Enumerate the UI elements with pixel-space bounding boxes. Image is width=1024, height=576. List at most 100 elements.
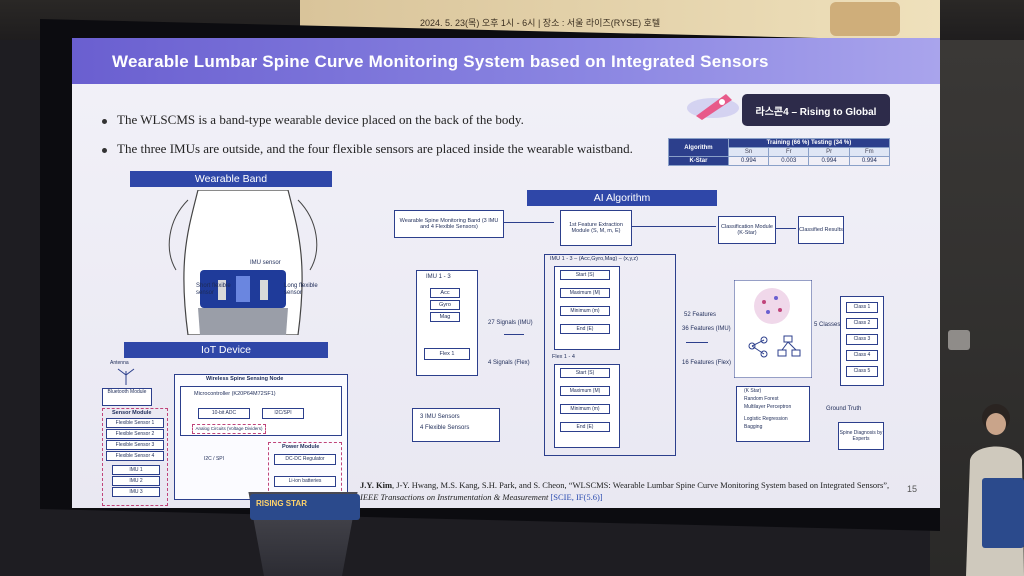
citation: J.Y. Kim, J-Y. Hwang, M.S. Kang, S.H. Pa… (360, 479, 900, 503)
wall-bracket (948, 330, 970, 350)
imu-sensor-label: IMU sensor (250, 260, 281, 266)
algorithm-item: Random Forest (744, 396, 779, 402)
bluetooth-module: Bluetooth Module (102, 388, 152, 406)
signals-flex-label: 4 Signals (Flex) (488, 360, 530, 366)
sensor-module-box (102, 408, 168, 506)
mag-box: Mag (430, 312, 460, 322)
arrow-icon (686, 342, 708, 343)
table-metric: Fm (848, 147, 891, 157)
bullet-dot-icon (102, 147, 107, 153)
long-flex-label: Long flexible sensor (284, 283, 318, 296)
antenna-label: Antenna (110, 360, 129, 366)
table-row-label: K-Star (668, 156, 729, 166)
podium-sign (250, 494, 360, 520)
ai-diagram: Wearable Spine Monitoring Band (3 IMU an… (394, 210, 894, 472)
flex-sensor-4: Flexible Sensor 4 (106, 451, 164, 461)
legend-imu: 3 IMU Sensors (420, 414, 460, 420)
table-row: K-Star 0.994 0.003 0.994 0.994 (668, 156, 891, 166)
class-5: Class 5 (846, 366, 878, 377)
antenna-icon (117, 368, 135, 385)
features-flex-label: 16 Features (Flex) (682, 360, 732, 366)
ground-truth-label: Ground Truth (826, 406, 862, 412)
arrow-icon (632, 226, 716, 227)
flex-feature-maximum: Maximum (M) (560, 386, 610, 396)
ai-algorithm-label: AI Algorithm (527, 190, 717, 206)
wireless-node-title: Wireless Spine Sensing Node (206, 376, 284, 382)
class-3: Class 3 (846, 334, 878, 345)
legend-flex: 4 Flexible Sensors (420, 425, 470, 431)
analog-circuits: Analog Circuits (Voltage Dividers) (192, 424, 266, 434)
table-row: Algorithm Training (66 %) Testing (34 %) (668, 138, 891, 157)
arrow-icon (504, 222, 554, 223)
feature-minimum: Minimum (m) (560, 306, 610, 316)
page-number: 15 (907, 484, 918, 494)
flex-group-box: Flex 1 (424, 348, 470, 360)
algorithm-item: Bagging (744, 424, 763, 430)
imu-1: IMU 1 (112, 465, 160, 475)
rising-star-stand (982, 478, 1024, 548)
signals-imu-label: 27 Signals (IMU) (488, 320, 533, 326)
sensor-legend-box (412, 408, 500, 442)
spine-diagnosis-box: Spine Diagnosis by Experts (838, 422, 884, 450)
wearable-band-label: Wearable Band (130, 171, 332, 187)
feature-end: End (E) (560, 324, 610, 334)
i2c-spi-box: I2C/SPI (262, 408, 304, 419)
flex-feature-header: Flex 1 - 4 (552, 354, 575, 360)
adc-box: 10-bit ADC (198, 408, 250, 419)
classified-results-box: Classified Results (798, 216, 844, 244)
presentation-slide: Wearable Lumbar Spine Curve Monitoring S… (72, 38, 940, 508)
monitoring-band-box: Wearable Spine Monitoring Band (3 IMU an… (394, 210, 504, 238)
bullet-dot-icon (102, 118, 107, 124)
table-cell: 0.003 (768, 156, 810, 166)
short-flex-label: Short flexible sensor (196, 283, 231, 296)
imu-feature-header: IMU 1 - 3 – (Acc,Gyro,Mag) – (x,y,z) (550, 256, 638, 262)
flex-feature-start: Start (S) (560, 368, 610, 378)
imu-3: IMU 3 (112, 487, 160, 497)
event-badge-text: 라스콘4 – Rising to Global (755, 107, 877, 118)
gyro-box: Gyro (430, 300, 460, 310)
microcontroller-label: Microcontroller (K20P64M72SF1) (194, 391, 276, 397)
flex-feature-minimum: Minimum (m) (560, 404, 610, 414)
flex-sensor-2: Flexible Sensor 2 (106, 429, 164, 439)
classes-box (840, 296, 884, 386)
table-cell: 0.994 (727, 156, 770, 166)
class-2: Class 2 (846, 318, 878, 329)
features-total-label: 52 Features (684, 312, 717, 318)
i2c-spi-link: I2C / SPI (204, 456, 225, 462)
bullet-point-2: The three IMUs are outside, and the four… (102, 141, 633, 157)
arrow-icon (776, 228, 796, 229)
classification-module-box: Classification Module (K-Star) (718, 216, 776, 244)
algorithm-list-box (736, 386, 810, 442)
algorithm-item: (K Star) (744, 388, 762, 394)
power-module-box (268, 442, 342, 496)
bullet-point-1: The WLSCMS is a band-type wearable devic… (102, 112, 524, 128)
iot-device-label: IoT Device (124, 342, 328, 358)
table-metric: Fr (768, 147, 810, 157)
imu-feature-stack (554, 266, 620, 350)
body-illustration (168, 190, 318, 335)
citation-journal: IEEE Transactions on Instrumentation & M… (360, 492, 549, 502)
feature-extraction-panel (544, 254, 676, 456)
feature-start: Start (S) (560, 270, 610, 280)
table-header-group: Training (66 %) Testing (34 %) (727, 138, 891, 148)
table-metric: Sn (727, 147, 770, 157)
iot-diagram: Antenna Bluetooth Module Sensor Module F… (102, 360, 352, 508)
algorithm-item: Multilayer Perceptron (744, 404, 792, 410)
flex-sensor-1: Flexible Sensor 1 (106, 418, 164, 428)
algorithm-item: Logistic Regression (744, 416, 788, 422)
flex-feature-end: End (E) (560, 422, 610, 432)
citation-text: , J-Y. Hwang, M.S. Kang, S.H. Park, and … (392, 480, 890, 490)
event-badge: 라스콘4 – Rising to Global (742, 94, 890, 126)
slide-title: Wearable Lumbar Spine Curve Monitoring S… (112, 52, 769, 71)
feature-extraction-box: 1st Feature Extraction Module (S, M, m, … (560, 210, 632, 246)
bullet-point-2-text: The three IMUs are outside, and the four… (117, 141, 633, 156)
table-cell: 0.994 (848, 156, 891, 166)
event-banner-text: 2024. 5. 23(목) 오후 1시 - 6시 | 장소 : 서울 라이즈(… (420, 18, 661, 28)
table-header-algorithm: Algorithm (668, 138, 729, 157)
input-signals-box (416, 270, 478, 376)
power-module-label: Power Module (282, 444, 320, 450)
podium-sign-text: RISING STAR (256, 499, 307, 508)
bullet-point-1-text: The WLSCMS is a band-type wearable devic… (117, 112, 524, 127)
citation-index: [SCIE, IF(5.6)] (550, 492, 603, 502)
flex-sensor-3: Flexible Sensor 3 (106, 440, 164, 450)
